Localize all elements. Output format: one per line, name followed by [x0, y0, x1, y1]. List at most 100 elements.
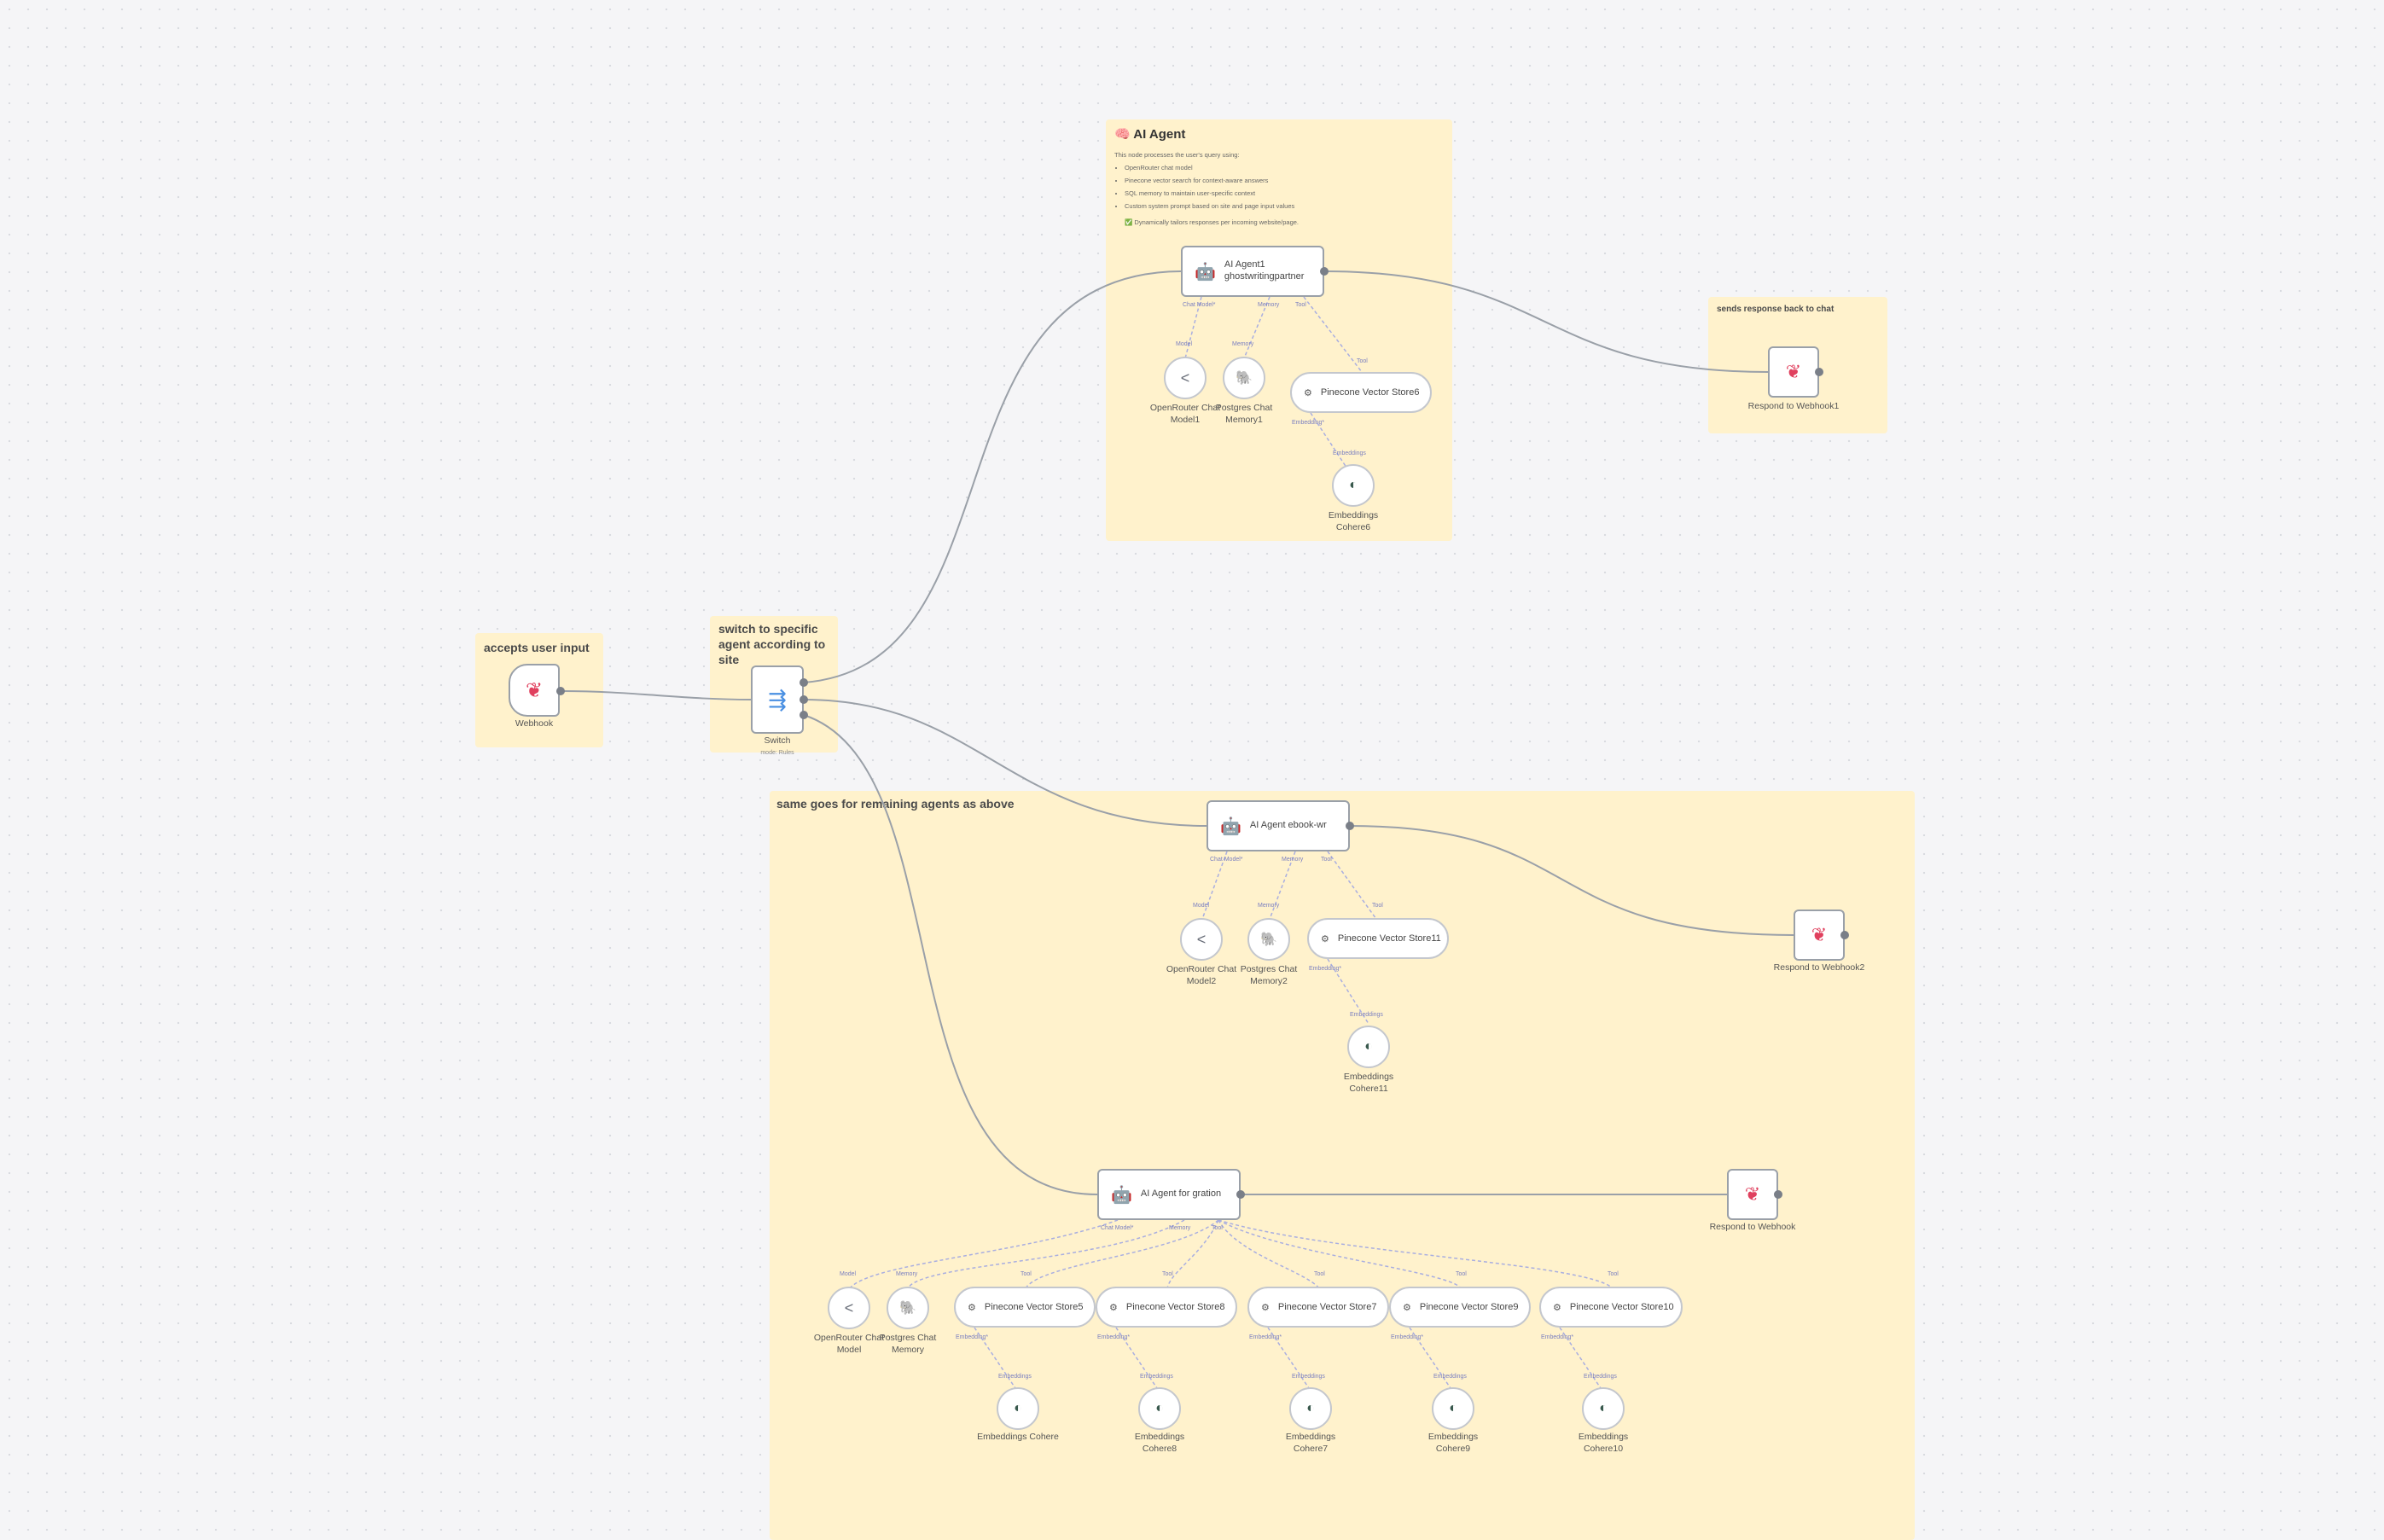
port-label: Memory — [1232, 341, 1254, 347]
cohere-icon: ◐ — [1014, 1401, 1022, 1415]
sticky-intro: This node processes the user's query usi… — [1114, 151, 1240, 159]
cohere-node-9[interactable]: ◐ — [1432, 1387, 1474, 1430]
webhook-icon: ❦ — [1744, 1183, 1761, 1205]
edge-sub — [1268, 851, 1296, 922]
output-handle[interactable] — [800, 695, 808, 704]
cohere-node-7[interactable]: ◐ — [1289, 1387, 1332, 1430]
webhook-label: Webhook — [515, 718, 554, 729]
edge-sub — [1267, 1327, 1311, 1392]
sticky-title: sends response back to chat — [1717, 305, 1835, 314]
openrouter-icon: < — [1180, 369, 1190, 386]
port-label: Embeddings — [1333, 450, 1366, 456]
ai-agent-node-1[interactable]: 🤖 AI Agent1 ghostwritingpartner — [1181, 246, 1324, 297]
agent-label: AI Agent for gration — [1140, 1188, 1222, 1200]
openrouter-node-1[interactable]: < — [1164, 357, 1207, 399]
edge-sub — [1166, 1219, 1219, 1289]
port-label: Chat Model* — [1183, 302, 1216, 308]
port-label: Embeddings — [1433, 1374, 1467, 1380]
port-label: Tool — [1314, 1271, 1325, 1277]
pinecone-node-5[interactable]: ⚙ Pinecone Vector Store5 — [954, 1287, 1096, 1328]
postgres-node-1[interactable]: 🐘 — [1223, 357, 1265, 399]
output-handle[interactable] — [800, 678, 808, 687]
edge-sub — [1559, 1327, 1603, 1392]
output-handle[interactable] — [556, 687, 565, 695]
webhook-node[interactable]: ❦ — [509, 664, 560, 717]
postgres-node-2[interactable]: 🐘 — [1247, 918, 1290, 961]
cohere-icon: ◐ — [1155, 1401, 1164, 1415]
openrouter-node-2[interactable]: < — [1180, 918, 1223, 961]
postgres-label: Postgres Chat Memory1 — [1215, 403, 1273, 425]
ai-agent-node-3[interactable]: 🤖 AI Agent for gration — [1097, 1169, 1241, 1220]
port-label: Tool — [1608, 1271, 1619, 1277]
pinecone-node-10[interactable]: ⚙ Pinecone Vector Store10 — [1539, 1287, 1683, 1328]
port-label: Tool — [1295, 302, 1306, 308]
pinecone-label: Pinecone Vector Store6 — [1320, 387, 1420, 398]
switch-label: Switch — [764, 735, 791, 746]
postgres-node-3[interactable]: 🐘 — [887, 1287, 929, 1329]
postgres-elephant-icon: 🐘 — [899, 1301, 916, 1316]
respond-webhook-node-2[interactable]: ❦ — [1794, 909, 1845, 961]
pinecone-node-9[interactable]: ⚙ Pinecone Vector Store9 — [1389, 1287, 1531, 1328]
pinecone-icon: ⚙ — [968, 1302, 976, 1313]
output-handle[interactable] — [800, 711, 808, 719]
pinecone-node-11[interactable]: ⚙ Pinecone Vector Store11 — [1307, 918, 1449, 959]
sticky-ai-agent[interactable]: 🧠 AI Agent This node processes the user'… — [1106, 119, 1452, 541]
cohere-node[interactable]: ◐ — [997, 1387, 1039, 1430]
cohere-label: Embeddings Cohere9 — [1427, 1432, 1479, 1454]
port-label: Memory — [1258, 903, 1280, 909]
edge-sub — [1184, 296, 1202, 359]
cohere-node-11[interactable]: ◐ — [1347, 1026, 1390, 1068]
openrouter-label: OpenRouter Chat Model2 — [1166, 964, 1237, 986]
port-label: Tool — [1020, 1271, 1032, 1277]
ai-agent-node-2[interactable]: 🤖 AI Agent ebook-wr — [1207, 800, 1350, 851]
port-label: Embeddings — [998, 1374, 1032, 1380]
respond-webhook-node-1[interactable]: ❦ — [1768, 346, 1819, 398]
edge-sub — [1201, 851, 1228, 922]
switch-node[interactable]: ⇶ — [751, 665, 804, 734]
pinecone-icon: ⚙ — [1261, 1302, 1270, 1313]
edge-sub — [1409, 1327, 1453, 1392]
output-handle[interactable] — [1346, 822, 1354, 830]
output-handle[interactable] — [1774, 1190, 1782, 1199]
cohere-node-6[interactable]: ◐ — [1332, 464, 1375, 507]
sticky-same-goes[interactable]: same goes for remaining agents as above — [770, 791, 1915, 1540]
cohere-label: Embeddings Cohere6 — [1328, 510, 1379, 532]
sticky-bullet: Custom system prompt based on site and p… — [1125, 200, 1447, 212]
port-label: Tool — [1372, 903, 1383, 909]
port-label: Memory — [1282, 857, 1304, 863]
sticky-title: accepts user input — [484, 641, 590, 654]
pinecone-label: Pinecone Vector Store7 — [1277, 1302, 1377, 1312]
port-label: Chat Model* — [1101, 1225, 1134, 1231]
cohere-label: Embeddings Cohere — [977, 1432, 1059, 1442]
output-handle[interactable] — [1320, 267, 1329, 276]
switch-icon: ⇶ — [768, 686, 787, 712]
port-label: Tool — [1212, 1225, 1223, 1231]
edge-switch-agent1 — [803, 270, 1182, 683]
postgres-elephant-icon: 🐘 — [1236, 371, 1253, 386]
respond-webhook-node-3[interactable]: ❦ — [1727, 1169, 1778, 1220]
pinecone-node-6[interactable]: ⚙ Pinecone Vector Store6 — [1290, 372, 1432, 413]
output-handle[interactable] — [1815, 368, 1823, 376]
cohere-icon: ◐ — [1364, 1039, 1373, 1054]
webhook-icon: ❦ — [1785, 361, 1802, 382]
cohere-node-10[interactable]: ◐ — [1582, 1387, 1625, 1430]
pinecone-label: Pinecone Vector Store8 — [1125, 1302, 1225, 1312]
port-label: Embeddings — [1350, 1012, 1383, 1018]
sticky-bullet: Pinecone vector search for context-aware… — [1125, 174, 1447, 187]
postgres-label: Postgres Chat Memory2 — [1240, 964, 1298, 986]
pinecone-node-8[interactable]: ⚙ Pinecone Vector Store8 — [1096, 1287, 1237, 1328]
robot-icon: 🤖 — [1220, 816, 1241, 836]
pinecone-node-7[interactable]: ⚙ Pinecone Vector Store7 — [1247, 1287, 1389, 1328]
openrouter-icon: < — [1196, 930, 1207, 948]
openrouter-node-3[interactable]: < — [828, 1287, 870, 1329]
cohere-node-8[interactable]: ◐ — [1138, 1387, 1181, 1430]
port-label: Memory — [1258, 302, 1280, 308]
output-handle[interactable] — [1840, 931, 1849, 939]
port-label: Embedding* — [1292, 420, 1325, 426]
output-handle[interactable] — [1236, 1190, 1245, 1199]
port-label: Memory — [896, 1271, 918, 1277]
postgres-label: Postgres Chat Memory — [879, 1333, 937, 1355]
edge-sub — [1115, 1327, 1160, 1392]
port-label: Memory — [1169, 1225, 1191, 1231]
robot-icon: 🤖 — [1111, 1185, 1132, 1205]
